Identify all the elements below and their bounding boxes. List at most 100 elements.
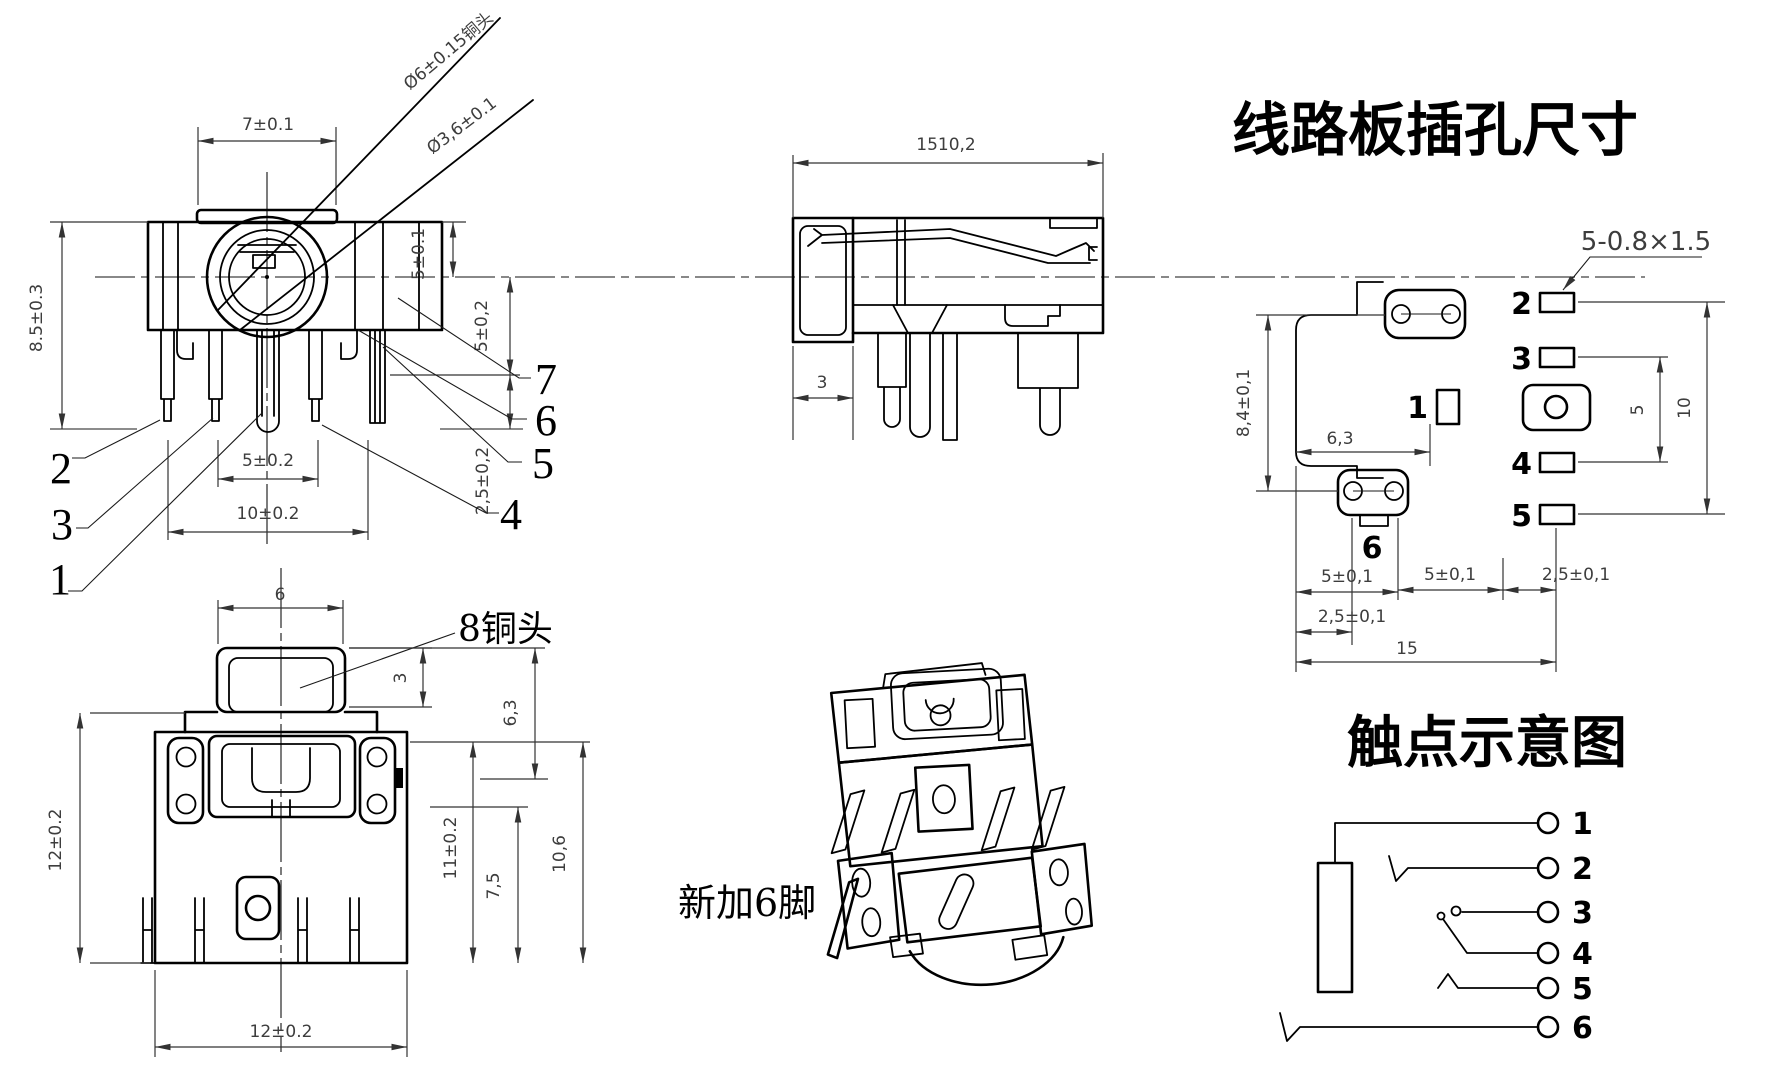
dim-r25: 2,5±0,1 [1542,565,1610,585]
body-section-lines [162,221,420,331]
pad3 [1538,346,1576,369]
dim-depth: 1510,2 [916,135,975,155]
dim-span5: 5±0.2 [242,451,294,471]
front-view: 7±0.1 8.5±0.3 5±0.1 5±0,2 2,5±0,2 5±0.2 … [27,8,557,604]
terminal-circles [1536,811,1560,1039]
window-right [995,688,1026,742]
dim-d84: 8,4±0,1 [1234,369,1254,437]
pin-6-new [826,877,860,960]
body-outline [851,216,1105,335]
ext-lines-bottom [1295,466,1557,672]
ear-plate-left [836,851,901,950]
pin-strip [942,332,958,441]
contact-diagram: 触点示意图 1 2 3 4 5 6 [1279,711,1627,1046]
switch-pivot-dot [1436,911,1446,921]
slot-top [1383,288,1467,340]
center-opening-inner [221,743,341,808]
callout-6: 6 [535,396,557,445]
contact-title: 触点示意图 [1347,711,1627,776]
ext-lines-right [410,741,590,808]
dim-cap-width: 7±0.1 [242,115,294,135]
side-tab [396,768,403,788]
mid-face [837,743,1044,868]
pad1 [1435,388,1461,426]
bottom-tabs [889,932,1049,961]
pin [347,897,362,964]
hole-spec: 5-0.8×1.5 [1581,227,1711,257]
leader-1 [68,412,263,592]
jack-hole-circle [228,238,306,316]
dim-d5: 5 [1628,405,1648,416]
dim-l5: 5±0,1 [1321,567,1373,587]
pin-2 [160,329,175,422]
label-dia-inner: Ø3,6±0.1 [423,93,500,158]
terminal-5-label: 5 [1572,972,1593,1007]
dim-d10: 10 [1675,397,1695,419]
leader-dia-outer [217,17,501,311]
plateau [183,710,379,734]
sleeve-contact [1316,861,1354,994]
ext-lines-pads [1578,301,1725,515]
pad6-label: 6 [1362,531,1383,566]
contact-tail [1030,786,1066,851]
bushing-outer-circle [205,215,329,339]
dim-d63: 6,3 [501,699,521,726]
contact-notch [252,254,276,269]
slot-bottom [1336,468,1410,517]
leader-5 [382,346,522,463]
pcb-view: 线路板插孔尺寸 6 1 2 3 4 5 5-0.8×1.5 8, [1232,96,1725,672]
top-view: 8铜头 6 3 6,3 12±0.2 11±0.2 7,5 10,6 12±0.… [46,568,590,1057]
leader-7 [397,297,531,379]
center-point [265,275,269,279]
pin-5 [308,329,323,422]
terminal-1-label: 1 [1572,807,1593,842]
pin-3 [208,329,223,422]
center-hole-pad [1521,383,1592,432]
contact-u-shape [251,747,311,793]
terminal-6-label: 6 [1572,1011,1593,1046]
dim-right-mid: 5±0,2 [472,300,492,352]
contact-tail [830,789,866,855]
dim-w12: 12±0.2 [250,1022,313,1042]
anchor-hole [244,894,272,922]
center-hole [1543,394,1569,420]
ear-hole [851,867,872,898]
ear-hole [366,746,388,768]
flange-outline [791,216,855,344]
leader-hole-spec [1562,256,1702,291]
bottom-opening [897,856,1043,944]
ext-lines-h12 [90,712,185,964]
pin [192,897,207,964]
leader-4 [321,424,499,514]
switch-contact-dot [1450,905,1462,917]
pin-center-long [909,332,931,438]
window-left [843,697,876,750]
inner-slot-lines [896,219,906,306]
terminal-3 [1536,900,1560,924]
label-new-pin6: 新加6脚 [678,881,816,925]
label-dia-outer: Ø6±0.15铜头 [400,8,497,94]
ext-lines-flange [792,346,854,440]
leader-6 [357,329,527,420]
terminal-2-label: 2 [1572,852,1593,887]
dim-l25: 2,5±0,1 [1318,607,1386,627]
wire-5 [1437,973,1539,989]
pin-4-stack [369,329,386,424]
pad4-label: 4 [1511,447,1532,482]
dim-r5: 5±0,1 [1424,565,1476,585]
pad5 [1538,503,1576,526]
callout-7: 7 [535,355,557,404]
dim-height: 8.5±0.3 [27,284,47,352]
terminal-6 [1536,1015,1560,1039]
hook-tab-left [176,329,194,360]
leader-copper [299,632,456,689]
bottom-pins [140,897,362,964]
label-copper-head: 8铜头 [458,609,553,650]
bushing-ring [219,229,315,325]
pin [295,897,310,964]
ear-hole [175,746,197,768]
pad1-label: 1 [1407,391,1428,426]
center-opening [207,734,357,819]
flange-inner [799,225,847,336]
face-square [913,763,974,833]
